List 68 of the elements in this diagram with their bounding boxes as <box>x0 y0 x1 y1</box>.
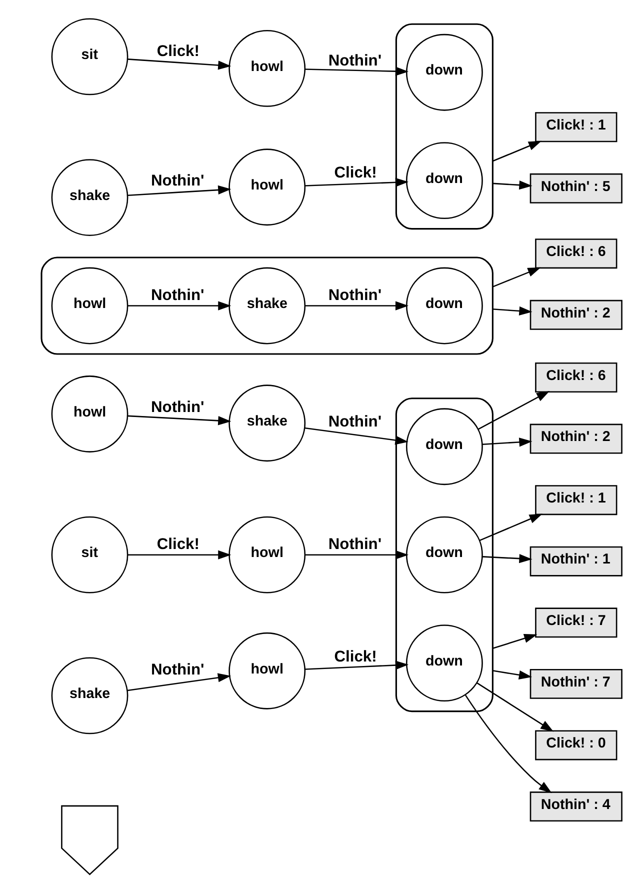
node-box: Nothin' : 2 <box>529 424 622 454</box>
arrow <box>304 660 408 670</box>
arrow <box>482 554 532 564</box>
arrow <box>127 415 231 426</box>
arrow <box>476 682 554 732</box>
edge-label: Nothin' <box>150 287 204 304</box>
arrow <box>127 550 231 560</box>
edge-label: Nothin' <box>150 399 204 416</box>
node-box: Nothin' : 7 <box>529 668 622 699</box>
node-circle: sit <box>50 516 128 594</box>
node-box: Click! : 1 <box>534 485 617 516</box>
arrow <box>492 670 532 680</box>
node-box: Click! : 7 <box>534 608 617 638</box>
arrow <box>304 427 408 445</box>
arrow <box>478 514 542 542</box>
arrow <box>127 301 231 310</box>
cluster <box>40 256 493 355</box>
node-box: Click! : 0 <box>534 730 617 760</box>
arrow <box>478 390 550 430</box>
node-circle: sit <box>50 18 128 96</box>
node-circle: howl <box>50 376 128 452</box>
node-circle: howl <box>228 516 306 594</box>
node-circle: howl <box>228 148 306 226</box>
arrow <box>127 58 231 70</box>
node-circle: shake <box>228 384 306 462</box>
arrow <box>492 180 532 190</box>
node-circle: howl <box>50 267 128 344</box>
node-circle: down <box>405 142 482 220</box>
node-box: Click! : 6 <box>534 238 617 269</box>
edge-label: Nothin' <box>150 172 204 190</box>
node-circle: howl <box>228 632 306 710</box>
edge-label: Click! <box>334 164 376 182</box>
node-circle: down <box>405 34 482 111</box>
node-circle: down <box>405 267 482 344</box>
edge-label: Nothin' <box>328 536 382 554</box>
node-circle: shake <box>50 159 128 236</box>
node-circle: shake <box>50 657 128 734</box>
node-circle: howl <box>228 30 306 107</box>
edge-label: Nothin' <box>328 414 382 431</box>
node-circle: down <box>405 516 482 594</box>
edge-label: Click! <box>156 536 199 554</box>
arrow <box>304 66 408 76</box>
arrow <box>464 694 552 794</box>
node-arrow <box>60 805 118 876</box>
arrow <box>492 267 540 288</box>
edge-label: Nothin' <box>328 287 382 304</box>
edge-label: Click! <box>334 648 376 666</box>
node-box: Nothin' : 1 <box>529 546 622 576</box>
edge-label: Nothin' <box>150 661 204 678</box>
arrow <box>492 140 542 162</box>
arrow <box>304 550 408 560</box>
arrow <box>482 438 532 447</box>
node-box: Nothin' : 4 <box>529 792 622 822</box>
node-box: Nothin' : 5 <box>529 173 622 204</box>
arrow <box>492 306 532 316</box>
edge-label: Click! <box>156 43 199 60</box>
node-box: Nothin' : 2 <box>529 300 622 330</box>
edge-label: Nothin' <box>328 52 382 70</box>
arrow <box>492 634 537 649</box>
arrow <box>304 178 408 187</box>
arrow <box>126 673 230 692</box>
node-box: Click! : 1 <box>534 112 617 142</box>
arrow <box>127 185 231 196</box>
node-box: Click! : 6 <box>534 362 617 392</box>
node-circle: down <box>405 408 482 486</box>
node-circle: shake <box>228 267 306 344</box>
node-circle: down <box>405 624 482 702</box>
arrow <box>304 301 408 310</box>
